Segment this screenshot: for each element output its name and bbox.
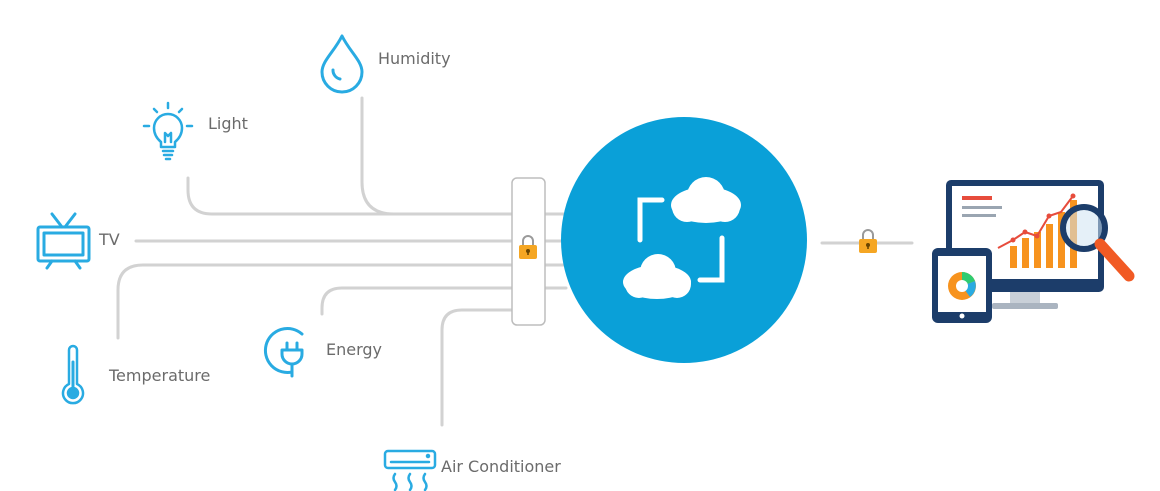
light-connection-line (186, 176, 514, 216)
air-conditioner-connection-line (440, 308, 514, 427)
output-padlock-icon (859, 229, 877, 253)
cloud-hub (561, 117, 807, 363)
hub-circle (561, 117, 807, 363)
energy-connection-line (320, 286, 514, 316)
temperature-connection-line (116, 263, 514, 340)
humidity-connection-line (360, 96, 514, 216)
light-label: Light (208, 114, 248, 133)
air-conditioner-icon (383, 449, 437, 491)
air-conditioner-label: Air Conditioner (441, 457, 561, 476)
temperature-label: Temperature (109, 366, 211, 385)
padlock-icon (519, 235, 537, 259)
power-plug-icon (263, 326, 304, 378)
gateway (511, 177, 546, 326)
humidity-label: Humidity (378, 49, 451, 68)
tv-icon (36, 212, 91, 270)
connection-lines (116, 96, 914, 427)
thermometer-icon (61, 344, 85, 405)
analytics-dashboard-icon (932, 180, 1135, 323)
energy-label: Energy (326, 340, 383, 359)
cloud-sync-icon (623, 177, 741, 299)
gateway-to-hub-line (543, 212, 568, 290)
light-bulb-icon (142, 101, 194, 161)
tv-label: TV (99, 230, 120, 249)
water-drop-icon (320, 34, 364, 94)
